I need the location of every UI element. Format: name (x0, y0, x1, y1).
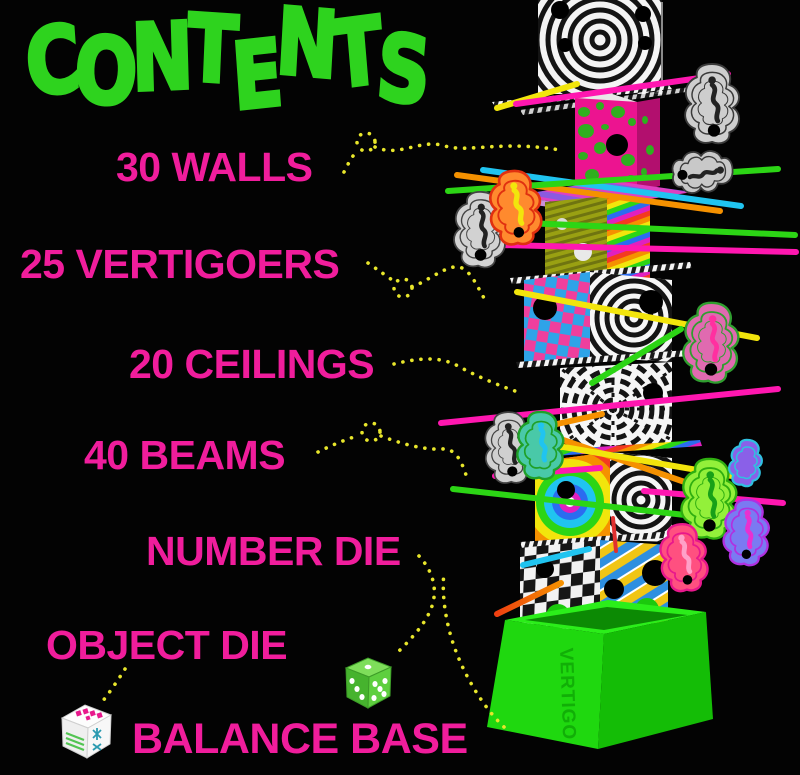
vertigoer-discs (451, 63, 772, 595)
wall-cube-pink-dots (575, 90, 660, 192)
contents-item-object-die: OBJECT DIE (46, 622, 288, 668)
beam-rod (450, 486, 697, 519)
dotted-connector-number-die (394, 554, 437, 656)
vertigoer-disc (678, 456, 740, 541)
vertigoer-disc (680, 299, 742, 386)
vertigoer-disc (482, 410, 537, 486)
object-die-right-symbol (92, 728, 102, 751)
vertigoer-disc (720, 497, 772, 568)
dotted-connector-ceilings (392, 357, 520, 394)
dotted-connector-balance-base (441, 570, 506, 729)
dotted-connector-beams (316, 421, 469, 480)
vertigoer-disc (669, 147, 736, 196)
balance-base: VERTIGO (487, 600, 713, 749)
vertigoer-disc (515, 409, 566, 481)
number-die-icon (344, 657, 393, 709)
ceiling-platform (522, 440, 702, 458)
vertigoer-disc (725, 436, 767, 490)
contents-item-ceilings: 20 CEILINGS (129, 341, 375, 387)
wall-cube-olive (545, 196, 650, 290)
page-title: CONTENTS (21, 0, 431, 133)
base-embossed-text: VERTIGO (555, 647, 579, 740)
beam-rod (494, 580, 564, 617)
object-die-top-symbol (75, 708, 103, 721)
dotted-connector-vertigoers (366, 261, 486, 300)
object-die-left-symbol (65, 731, 85, 752)
contents-item-balance-base: BALANCE BASE (132, 715, 468, 763)
contents-item-walls: 30 WALLS (116, 144, 313, 190)
vertigoer-disc (451, 189, 509, 270)
vertigoer-disc (684, 63, 741, 145)
beam-rod (540, 430, 705, 491)
ceiling-platform (520, 530, 692, 548)
dotted-connector-object-die (100, 667, 127, 704)
contents-item-number-die: NUMBER DIE (146, 528, 401, 574)
ceiling-platform (516, 350, 690, 368)
wall-cube-top (538, 0, 663, 94)
beam-rod (589, 326, 684, 386)
beam-rod (520, 546, 592, 568)
vertigoer-disc (486, 167, 545, 248)
beam-rod (611, 516, 618, 553)
contents-item-beams: 40 BEAMS (84, 432, 286, 478)
beam-rod (494, 81, 580, 111)
object-die-icon (60, 704, 113, 759)
dotted-connectors (100, 131, 562, 729)
vertigoer-disc (656, 520, 711, 595)
contents-item-vertigoers: 25 VERTIGOERS (20, 241, 340, 287)
dotted-connector-walls (342, 131, 562, 174)
